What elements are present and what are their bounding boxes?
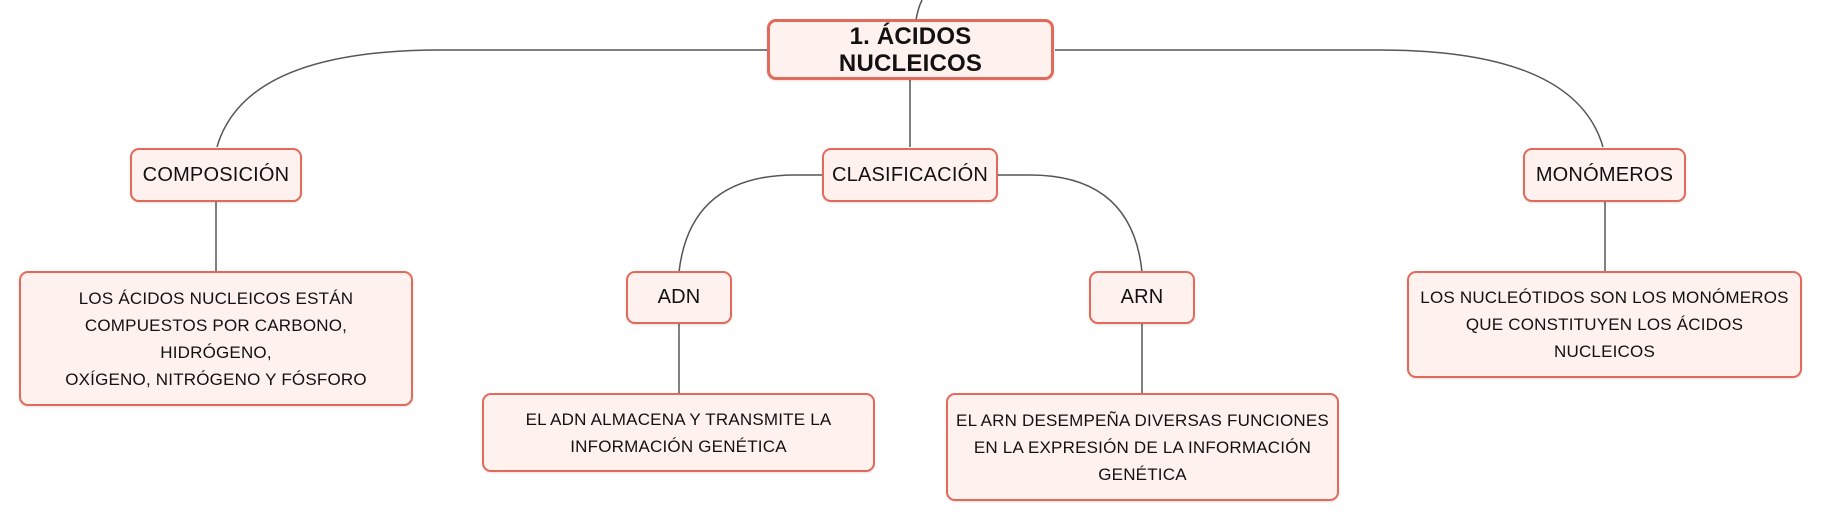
node-composicion-description-text: LOS ÁCIDOS NUCLEICOS ESTÁN COMPUESTOS PO… <box>29 285 403 393</box>
text-line: EN LA EXPRESIÓN DE LA INFORMACIÓN <box>973 437 1312 457</box>
text-line: COMPUESTOS POR CARBONO, HIDRÓGENO, <box>84 315 348 362</box>
node-acidos-nucleicos[interactable]: 1. ÁCIDOS NUCLEICOS <box>767 19 1054 80</box>
text-line: LOS ÁCIDOS NUCLEICOS ESTÁN <box>78 288 354 308</box>
text-line: GENÉTICA <box>1098 464 1187 484</box>
text-line: EL ADN ALMACENA Y TRANSMITE LA <box>525 409 832 429</box>
node-adn-label: ADN <box>657 286 701 308</box>
connector-clasificacion-to-arn <box>997 174 1143 273</box>
text-line: QUE CONSTITUYEN LOS ÁCIDOS NUCLEICOS <box>1465 315 1744 361</box>
node-monomeros-description[interactable]: LOS NUCLEÓTIDOS SON LOS MONÓMEROS QUE CO… <box>1407 271 1802 378</box>
text-line: OXÍGENO, NITRÓGENO Y FÓSFORO <box>65 369 367 389</box>
node-monomeros-label: MONÓMEROS <box>1535 163 1674 186</box>
text-line: INFORMACIÓN GENÉTICA <box>570 436 787 456</box>
node-adn-description-text: EL ADN ALMACENA Y TRANSMITE LA INFORMACI… <box>526 406 832 460</box>
text-line: EL ARN DESEMPEÑA DIVERSAS FUNCIONES <box>956 410 1329 430</box>
connector-clasificacion-to-adn <box>678 174 823 273</box>
connector-root-to-monomeros <box>1055 49 1604 148</box>
node-arn-description[interactable]: EL ARN DESEMPEÑA DIVERSAS FUNCIONES EN L… <box>946 393 1339 501</box>
connector-root-to-composicion <box>216 49 768 148</box>
node-arn-label: ARN <box>1120 286 1164 308</box>
node-clasificacion-label: CLASIFICACIÓN <box>832 163 988 186</box>
node-arn[interactable]: ARN <box>1089 271 1195 324</box>
node-clasificacion[interactable]: CLASIFICACIÓN <box>822 148 998 202</box>
node-arn-description-text: EL ARN DESEMPEÑA DIVERSAS FUNCIONES EN L… <box>956 407 1329 488</box>
node-acidos-nucleicos-label: 1. ÁCIDOS NUCLEICOS <box>838 22 983 77</box>
text-line: LOS NUCLEÓTIDOS SON LOS MONÓMEROS <box>1420 288 1789 307</box>
node-composicion-label: COMPOSICIÓN <box>142 163 290 186</box>
node-composicion-description[interactable]: LOS ÁCIDOS NUCLEICOS ESTÁN COMPUESTOS PO… <box>19 271 413 406</box>
node-adn-description[interactable]: EL ADN ALMACENA Y TRANSMITE LA INFORMACI… <box>482 393 875 472</box>
node-monomeros-description-text: LOS NUCLEÓTIDOS SON LOS MONÓMEROS QUE CO… <box>1417 284 1792 365</box>
node-composicion[interactable]: COMPOSICIÓN <box>130 148 302 202</box>
node-monomeros[interactable]: MONÓMEROS <box>1523 148 1686 202</box>
node-adn[interactable]: ADN <box>626 271 732 324</box>
connector-parent-to-root <box>915 0 923 21</box>
